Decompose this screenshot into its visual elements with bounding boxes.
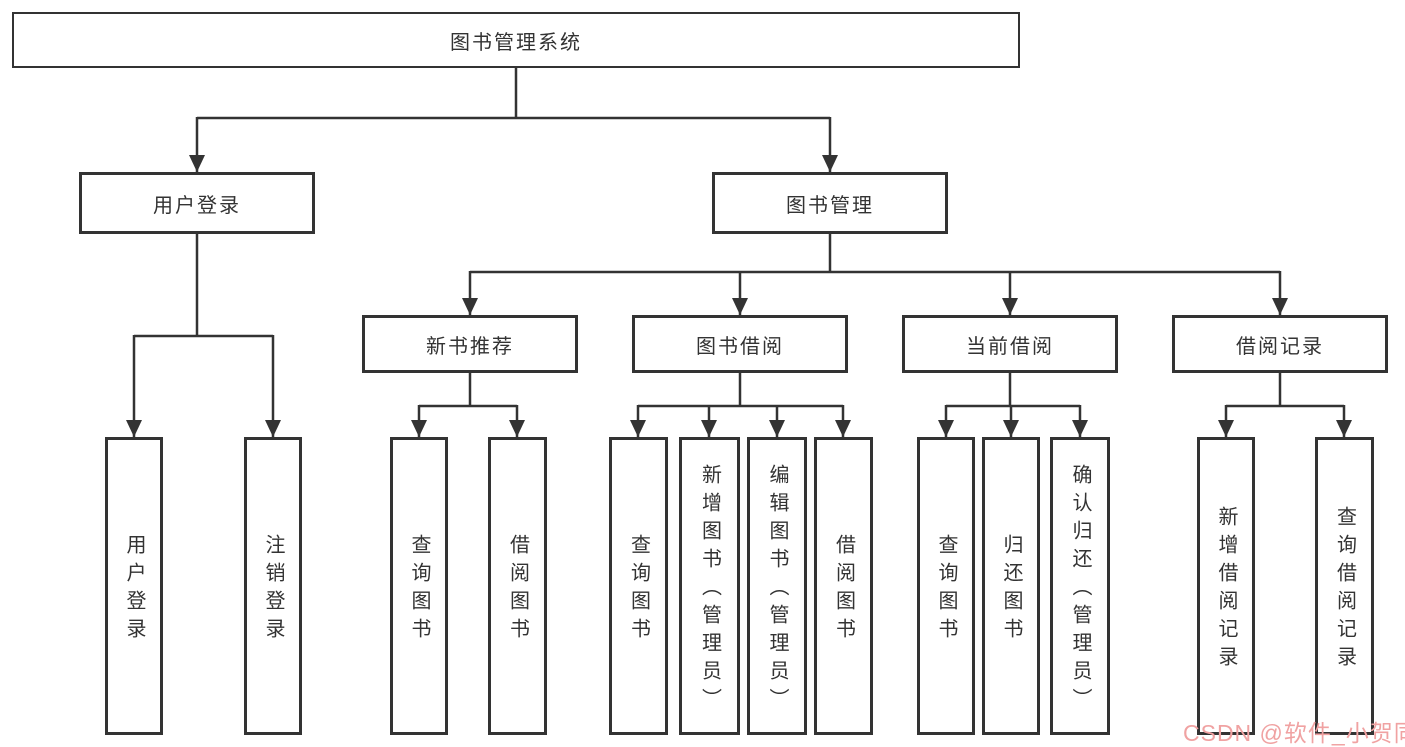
leaf-return-book: 归还图书 (982, 437, 1040, 735)
leaf-logout: 注销登录 (244, 437, 302, 735)
leaf-add-book-admin: 新增图书（管理员） (679, 437, 740, 735)
node-book-borrow: 图书借阅 (632, 315, 848, 373)
leaf-add-borrow-record: 新增借阅记录 (1197, 437, 1255, 735)
leaf-query-book-3: 查询图书 (917, 437, 975, 735)
leaf-query-book-1: 查询图书 (390, 437, 448, 735)
leaf-query-borrow-record: 查询借阅记录 (1315, 437, 1374, 735)
csdn-watermark: CSDN @软件_小贺同学 (1183, 720, 1405, 746)
leaf-user-login: 用户登录 (105, 437, 163, 735)
leaf-borrow-book-1: 借阅图书 (488, 437, 547, 735)
leaf-edit-book-admin: 编辑图书（管理员） (747, 437, 807, 735)
leaf-borrow-book-2: 借阅图书 (814, 437, 873, 735)
node-user-login: 用户登录 (79, 172, 315, 234)
node-new-book-recommend: 新书推荐 (362, 315, 578, 373)
node-book-management: 图书管理 (712, 172, 948, 234)
leaf-query-book-2: 查询图书 (609, 437, 668, 735)
node-system-root: 图书管理系统 (12, 12, 1020, 68)
node-current-borrow: 当前借阅 (902, 315, 1118, 373)
node-borrow-records: 借阅记录 (1172, 315, 1388, 373)
leaf-confirm-return-admin: 确认归还（管理员） (1050, 437, 1110, 735)
